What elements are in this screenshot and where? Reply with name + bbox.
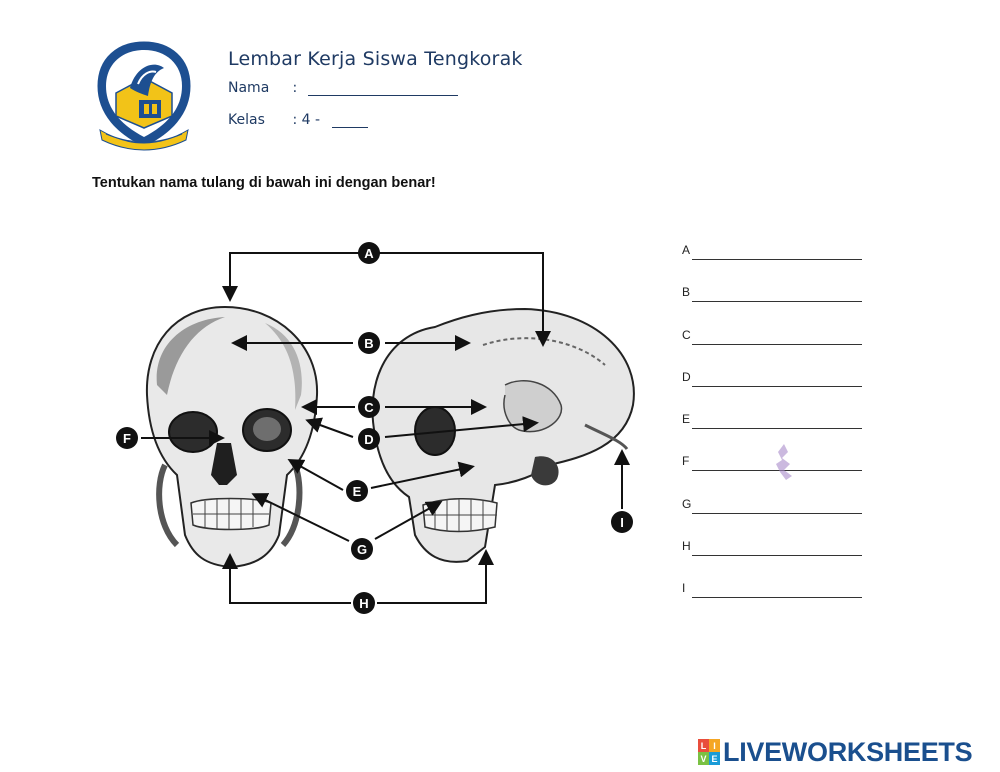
label-circle-c: C — [358, 396, 380, 418]
answer-row-h: H — [680, 536, 870, 578]
answer-input-e[interactable] — [692, 428, 862, 430]
answer-input-a[interactable] — [692, 259, 862, 260]
answer-letter: C — [682, 327, 691, 342]
answer-letter: E — [682, 412, 691, 427]
name-separator: : — [292, 80, 298, 96]
label-g-text: G — [357, 542, 367, 557]
answer-letter: A — [682, 243, 691, 257]
answer-list: A B C D E F G H I — [680, 240, 870, 621]
answer-row-g: G — [680, 494, 870, 536]
label-d-connector — [305, 416, 539, 438]
label-a-text: A — [364, 246, 374, 261]
liveworksheets-logo-icon: L I V E — [698, 739, 720, 765]
name-input-line[interactable] — [307, 81, 458, 96]
answer-letter: F — [682, 454, 690, 469]
answer-input-b[interactable] — [692, 301, 862, 303]
answer-row-d: D — [680, 367, 870, 409]
label-circle-d: D — [358, 428, 380, 450]
label-b-text: B — [364, 336, 373, 351]
class-value: : 4 - — [292, 112, 321, 128]
answer-row-f: F — [680, 451, 870, 493]
answer-input-g[interactable] — [692, 512, 862, 514]
skull-diagram: A B C D E F G H I — [116, 242, 635, 614]
label-h-connector — [222, 549, 494, 604]
school-logo — [97, 41, 191, 151]
worksheet-title: Lembar Kerja Siswa Tengkorak — [228, 48, 523, 70]
answer-row-b: B — [680, 282, 870, 324]
answer-input-i[interactable] — [692, 597, 862, 599]
label-f-text: F — [123, 431, 131, 446]
answer-input-h[interactable] — [692, 555, 862, 557]
label-e-text: E — [353, 484, 362, 499]
label-circle-e: E — [346, 480, 368, 502]
label-circle-a: A — [358, 242, 380, 264]
answer-input-f[interactable] — [692, 470, 862, 472]
answer-input-d[interactable] — [692, 385, 862, 387]
answer-row-c: C — [680, 325, 870, 367]
label-e-connector — [287, 459, 475, 491]
label-h-text: H — [359, 596, 368, 611]
label-i-text: I — [620, 515, 624, 530]
label-circle-f: F — [116, 427, 138, 449]
class-input-line[interactable] — [332, 113, 369, 128]
answer-letter: I — [682, 581, 686, 596]
ink-smudge — [776, 444, 792, 480]
label-a-connector — [222, 252, 551, 347]
instruction-text: Tentukan nama tulang di bawah ini dengan… — [92, 175, 436, 191]
label-g-connector — [251, 493, 443, 542]
liveworksheets-brand[interactable]: L I V E LIVEWORKSHEETS — [698, 736, 973, 767]
answer-letter: D — [682, 369, 691, 384]
class-label: Kelas — [228, 112, 265, 128]
answer-letter: H — [682, 539, 691, 554]
label-circle-i: I — [611, 511, 633, 533]
answer-input-c[interactable] — [692, 343, 862, 345]
label-c-text: C — [364, 400, 374, 415]
label-d-text: D — [364, 432, 373, 447]
answer-row-i: I — [680, 578, 870, 620]
class-field: Kelas : 4 - — [228, 112, 369, 128]
answer-row-e: E — [680, 409, 870, 451]
answer-row-a: A — [680, 240, 870, 282]
liveworksheets-wordmark: LIVEWORKSHEETS — [723, 736, 973, 767]
answer-letter: B — [682, 285, 691, 300]
answer-letter: G — [682, 496, 692, 511]
label-circle-g: G — [351, 538, 373, 560]
name-field: Nama : — [228, 80, 458, 96]
name-label: Nama — [228, 80, 270, 96]
label-circle-h: H — [353, 592, 375, 614]
label-circle-b: B — [358, 332, 380, 354]
front-skull-illustration — [145, 305, 319, 569]
